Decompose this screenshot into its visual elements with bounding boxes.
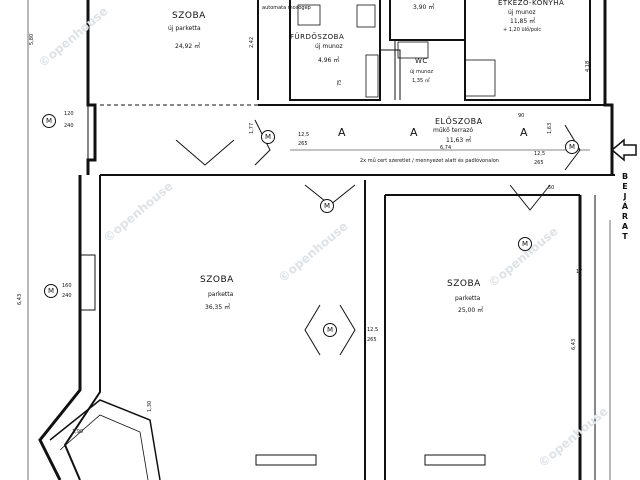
dim-label: 12,5 [298, 132, 310, 138]
door-arc-5 [304, 304, 321, 356]
door-arc-1 [175, 139, 235, 166]
room-area-top: 24,92 ㎡ [175, 43, 201, 50]
room-note-kitchen: + 1,20 ülő/polc [503, 27, 542, 33]
room-area-bath: 4,96 ㎡ [318, 57, 340, 64]
door-hall-1 [254, 119, 271, 166]
dim-label: 265 [298, 141, 308, 147]
marker-circle: M [565, 140, 579, 154]
entrance-arrow [610, 138, 637, 162]
wall-kitchen [464, 0, 591, 101]
door-arc-3 [509, 184, 551, 211]
dim-label: 2,42 [249, 36, 255, 48]
bay-window [49, 399, 161, 480]
entrance-letter: Á [621, 202, 629, 211]
dim-label: 6,43 [571, 338, 577, 350]
entrance-letter: J [623, 192, 627, 201]
window-left-mid [80, 254, 96, 311]
bath-note: automata mosogép [262, 5, 311, 11]
dim-label: 6,43 [17, 293, 23, 305]
dim-label: 1,90 [72, 429, 84, 435]
lamp-marker: A [338, 126, 346, 139]
room-floor-hall: műkő terrazó [433, 127, 474, 134]
dim-label: 5,80 [29, 33, 35, 45]
window-left-top [87, 105, 96, 160]
room-area-right: 25,00 ㎡ [458, 307, 484, 314]
marker-circle: M [320, 199, 334, 213]
room-name-wc: WC [415, 57, 428, 65]
entrance-letter: T [622, 232, 628, 241]
room-name-main: SZOBA [200, 275, 234, 285]
room-name-hall: ELŐSZOBA [435, 117, 483, 126]
dim-label: 265 [367, 337, 377, 343]
room-name-bath: FÜRDŐSZOBA [290, 33, 345, 41]
entrance-letter: R [621, 212, 629, 221]
lamp-marker: A [410, 126, 418, 139]
dim-label: 75 [337, 79, 343, 86]
marker-circle: M [44, 284, 58, 298]
dim-label: 1,63 [547, 122, 553, 134]
kitchen-stove [397, 41, 429, 59]
room-area-wc: 1,35 ㎡ [412, 78, 430, 84]
entrance-letter: B [621, 172, 629, 181]
dim-label: 120 [64, 111, 74, 117]
marker-circle: M [42, 114, 56, 128]
room-name-top: SZOBA [172, 11, 206, 21]
marker-circle: M [261, 130, 275, 144]
window-bottom-1 [255, 454, 317, 466]
room-area-hall: 11,63 ㎡ [446, 137, 472, 144]
wall-wc [380, 49, 401, 100]
dim-label: 12,5 [367, 327, 379, 333]
marker-circle: M [323, 323, 337, 337]
dim-label: 240 [62, 293, 72, 299]
window-bottom-2 [424, 454, 486, 466]
outer-wall-left-inner [63, 175, 101, 480]
entrance-letter: E [622, 182, 628, 191]
outer-wall-left-2 [38, 175, 82, 480]
dim-label: 1,30 [147, 400, 153, 412]
room-area-main: 36,35 ㎡ [205, 304, 231, 311]
kitchen-counter [464, 59, 496, 97]
bay-window-inner [59, 414, 149, 480]
wall-bathroom [289, 0, 381, 101]
dim-label: 160 [62, 283, 72, 289]
room-floor-right: parketta [455, 295, 481, 302]
room-floor-wc: új munoz [410, 69, 434, 75]
sink-1 [297, 4, 321, 26]
hall-note: 2x mű cert szeretlet / mennyezet alatt é… [360, 158, 499, 164]
dim-label: 50 [548, 185, 555, 191]
sink-2 [356, 4, 376, 28]
entrance-label: B E J Á R A T [620, 172, 630, 242]
marker-circle: M [518, 237, 532, 251]
entrance-letter: A [621, 222, 629, 231]
dim-label: 90 [518, 113, 525, 119]
dim-label: 1,77 [249, 122, 255, 134]
room-name-kitchen: ÉTKEZŐ-KONYHA [498, 0, 565, 7]
dim-label: 265 [534, 160, 544, 166]
dim-label: 6,74 [440, 145, 452, 151]
dim-label: 17 [576, 269, 583, 275]
bath-fixture [365, 54, 379, 98]
room-floor-main: parketta [208, 291, 234, 298]
room-area-kitchen: 11,85 ㎡ [510, 18, 536, 25]
dim-label: 12,5 [534, 151, 546, 157]
room-floor-bath: új munoz [315, 43, 343, 50]
dim-label: 4,18 [585, 60, 591, 72]
room-floor-top: új parketta [168, 25, 201, 32]
room-area-small: 3,90 ㎡ [413, 4, 435, 11]
door-hall-2 [564, 124, 581, 171]
door-arc-4 [339, 304, 356, 356]
lamp-marker: A [520, 126, 528, 139]
dim-label: 240 [64, 123, 74, 129]
wall-right-outer [603, 0, 614, 175]
room-floor-kitchen: új munoz [508, 9, 536, 16]
room-name-right: SZOBA [447, 279, 481, 289]
